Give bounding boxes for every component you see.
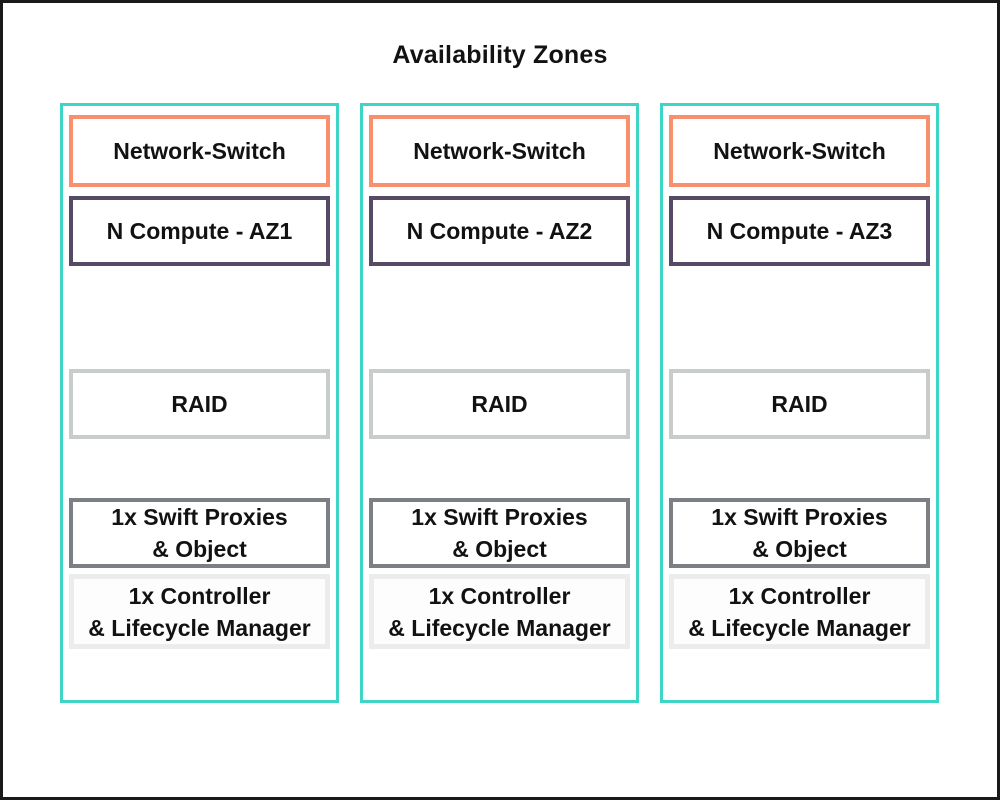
network-switch-label: Network-Switch <box>713 138 886 164</box>
swift-proxies-box: 1x Swift Proxies & Object <box>69 498 330 568</box>
network-switch-box: Network-Switch <box>369 115 630 187</box>
controller-label-line1: 1x Controller <box>128 582 271 609</box>
swift-proxies-label-line1: 1x Swift Proxies <box>411 504 588 530</box>
network-switch-box: Network-Switch <box>669 115 930 187</box>
swift-proxies-label-line2: & Object <box>152 536 247 562</box>
compute-box: N Compute - AZ2 <box>369 196 630 266</box>
zones-row: Network-Switch N Compute - AZ1 RAID 1x S… <box>60 103 939 703</box>
compute-box: N Compute - AZ3 <box>669 196 930 266</box>
controller-label-line2: & Lifecycle Manager <box>88 614 311 641</box>
availability-zone-2: Network-Switch N Compute - AZ2 RAID 1x S… <box>360 103 639 703</box>
swift-proxies-label-line2: & Object <box>752 536 847 562</box>
swift-proxies-box: 1x Swift Proxies & Object <box>369 498 630 568</box>
network-switch-box: Network-Switch <box>69 115 330 187</box>
network-switch-label: Network-Switch <box>413 138 586 164</box>
page-title: Availability Zones <box>392 41 608 69</box>
raid-box: RAID <box>369 369 630 439</box>
compute-label: N Compute - AZ2 <box>406 218 593 244</box>
controller-label-line2: & Lifecycle Manager <box>688 614 911 641</box>
swift-proxies-label-line1: 1x Swift Proxies <box>711 504 888 530</box>
controller-box: 1x Controller & Lifecycle Manager <box>669 574 930 649</box>
controller-label-line1: 1x Controller <box>728 582 871 609</box>
network-switch-label: Network-Switch <box>113 138 286 164</box>
availability-zone-3: Network-Switch N Compute - AZ3 RAID 1x S… <box>660 103 939 703</box>
raid-box: RAID <box>669 369 930 439</box>
compute-box: N Compute - AZ1 <box>69 196 330 266</box>
raid-box: RAID <box>69 369 330 439</box>
controller-label-line1: 1x Controller <box>428 582 571 609</box>
controller-label-line2: & Lifecycle Manager <box>388 614 611 641</box>
compute-label: N Compute - AZ1 <box>106 218 293 244</box>
raid-label: RAID <box>771 391 828 417</box>
controller-box: 1x Controller & Lifecycle Manager <box>369 574 630 649</box>
swift-proxies-label-line2: & Object <box>452 536 547 562</box>
swift-proxies-label-line1: 1x Swift Proxies <box>111 504 288 530</box>
raid-label: RAID <box>471 391 528 417</box>
controller-box: 1x Controller & Lifecycle Manager <box>69 574 330 649</box>
availability-zone-1: Network-Switch N Compute - AZ1 RAID 1x S… <box>60 103 339 703</box>
swift-proxies-box: 1x Swift Proxies & Object <box>669 498 930 568</box>
compute-label: N Compute - AZ3 <box>706 218 893 244</box>
raid-label: RAID <box>171 391 228 417</box>
